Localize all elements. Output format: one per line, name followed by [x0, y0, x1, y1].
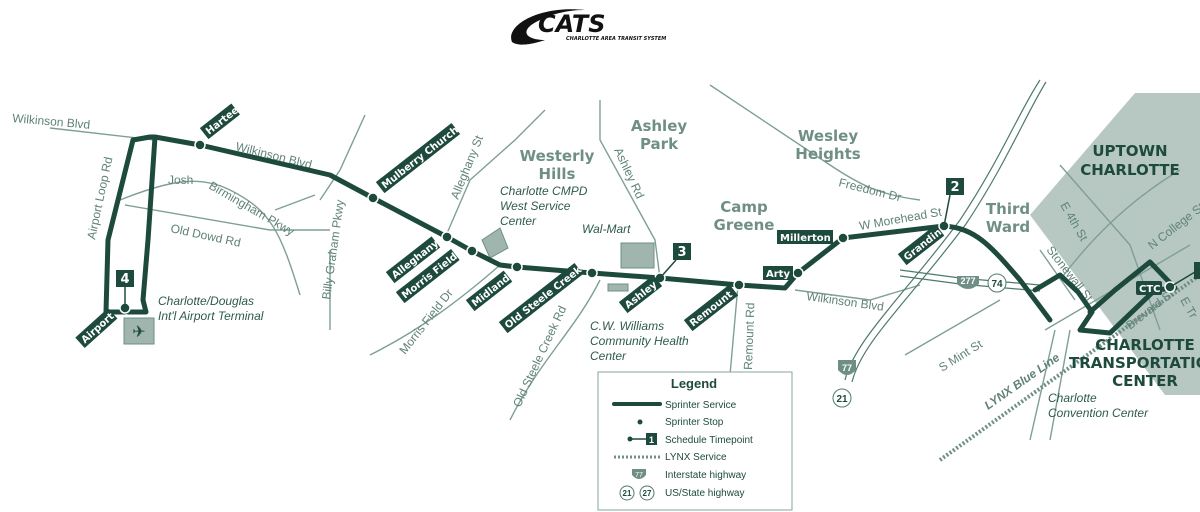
street-label: Freedom Dr [837, 175, 903, 204]
legend-timepoint-icon [646, 433, 657, 445]
legend-item: Schedule Timepoint [665, 435, 753, 446]
ctc-label: CHARLOTTE [1095, 336, 1195, 354]
stop-label-remount: Remount [688, 289, 735, 329]
street-label: Old Dowd Rd [169, 221, 242, 250]
stop-label-ctc: CTC [1139, 284, 1161, 295]
cw-williams-label: Community Health [590, 334, 689, 348]
timepoint-2 [946, 178, 964, 195]
legend-item: Interstate highway [665, 470, 746, 481]
streets [49, 79, 1200, 462]
neighborhood-line1: Wesley [798, 127, 858, 145]
stop-morris-field[interactable] [466, 245, 478, 257]
legend-item: LYNX Service [665, 452, 727, 463]
stop-mulberry-church[interactable] [367, 192, 379, 204]
convention-label: Convention Center [1048, 406, 1149, 420]
legend-item: US/State highway [665, 488, 745, 499]
street-label: Billy Graham Pkwy [319, 199, 347, 301]
interstate-shield-icon [957, 276, 979, 289]
ctc-label: CENTER [1112, 372, 1178, 390]
legend-interstate-icon [632, 469, 646, 479]
street-label: Alleghany St [448, 133, 486, 201]
neighborhood-line2: Greene [714, 216, 775, 234]
street-label: Remount Rd [741, 302, 757, 370]
street-label: S Mint St [936, 337, 985, 375]
legend-item: Sprinter Service [665, 400, 737, 411]
i77-label: 77 [842, 363, 852, 373]
legend-stop-icon [637, 419, 643, 425]
cmpd-label: Center [500, 214, 537, 228]
neighborhood-line2: Heights [795, 145, 860, 163]
timepoint-label: 3 [677, 245, 686, 260]
cmpd-label: West Service [500, 199, 571, 213]
logo-text: CATS [538, 10, 606, 38]
legend-us-sample: 21 [623, 489, 632, 498]
uptown-label-line1: UPTOWN [1092, 142, 1167, 160]
walmart-label: Wal-Mart [582, 222, 631, 236]
lynx-line [938, 273, 1200, 462]
timepoint-3 [673, 243, 691, 260]
airport-terminal-building [123, 317, 155, 345]
stop-label-arty: Arty [766, 269, 790, 280]
street-label: Wilkinson Blvd [12, 111, 91, 132]
airplane-icon: ✈ [132, 324, 145, 341]
legend: Legend Sprinter Service Sprinter Stop 1 … [597, 371, 793, 511]
neighborhood-line2: Park [640, 135, 679, 153]
stop-old-steele-creek[interactable] [586, 267, 598, 279]
neighborhood-line2: Hills [539, 165, 576, 183]
us-shield-icon [987, 273, 1007, 293]
neighborhood-line1: Ashley [631, 117, 688, 135]
timepoint-label: 4 [120, 272, 129, 287]
i277-label: 277 [960, 276, 975, 286]
stop-label-old-steele-creek: Old Steele Creek [503, 264, 584, 331]
ctc-label: TRANSPORTATION [1069, 354, 1200, 372]
us74-label: 74 [991, 279, 1003, 290]
airport-label: Charlotte/Douglas [158, 294, 254, 308]
airport-label: Int'l Airport Terminal [158, 309, 264, 323]
cw-williams-label: Center [590, 349, 627, 363]
cmpd-building [481, 227, 509, 259]
neighborhood-line1: Camp [720, 198, 768, 216]
us21-label: 21 [836, 394, 848, 405]
interstate-shield-icon [838, 360, 856, 375]
neighborhood-line1: Westerly [520, 147, 595, 165]
uptown-area [1030, 93, 1200, 395]
timepoint-label: 1 [1198, 264, 1200, 279]
stop-arty[interactable] [792, 267, 804, 279]
stop-label-midland: Midland [470, 273, 512, 309]
logo-subtitle: CHARLOTTE AREA TRANSIT SYSTEM [566, 36, 666, 42]
stop-label-mulberry-church: Mulberry Church [380, 125, 461, 191]
legend-timepoint-sample: 1 [649, 435, 654, 445]
walmart-building [620, 242, 655, 269]
stop-millerton[interactable] [837, 232, 849, 244]
legend-title: Legend [671, 376, 717, 391]
stop-remount[interactable] [733, 279, 745, 291]
cmpd-label: Charlotte CMPD [500, 184, 588, 198]
neighborhood-line1: Third [986, 200, 1030, 218]
timepoint-label: 2 [950, 180, 959, 195]
street-label: Wilkinson Blvd [806, 289, 885, 314]
neighborhood-line2: Ward [986, 218, 1030, 236]
stop-label-millerton: Millerton [780, 233, 831, 244]
street-label: Josh [168, 173, 193, 187]
cw-williams-building [607, 283, 629, 292]
cats-logo: CATS CHARLOTTE AREA TRANSIT SYSTEM [511, 9, 666, 45]
cw-williams-label: C.W. Williams [590, 319, 664, 333]
sprinter-route [103, 134, 1178, 336]
stop-label-airport: Airport [80, 311, 117, 346]
legend-state-sample: 27 [643, 489, 652, 498]
stop-midland[interactable] [511, 261, 523, 273]
stop-hartee[interactable] [194, 139, 206, 151]
convention-label: Charlotte [1048, 391, 1097, 405]
legend-interstate-sample: 77 [635, 472, 643, 479]
stop-alleghany[interactable] [441, 231, 453, 243]
timepoint-4 [116, 270, 134, 287]
uptown-label-line2: CHARLOTTE [1080, 161, 1180, 179]
legend-item: Sprinter Stop [665, 417, 724, 428]
street-label: Birmingham Pkwy [207, 178, 297, 238]
us-shield-icon [832, 388, 852, 408]
timepoint-1 [1194, 262, 1200, 279]
